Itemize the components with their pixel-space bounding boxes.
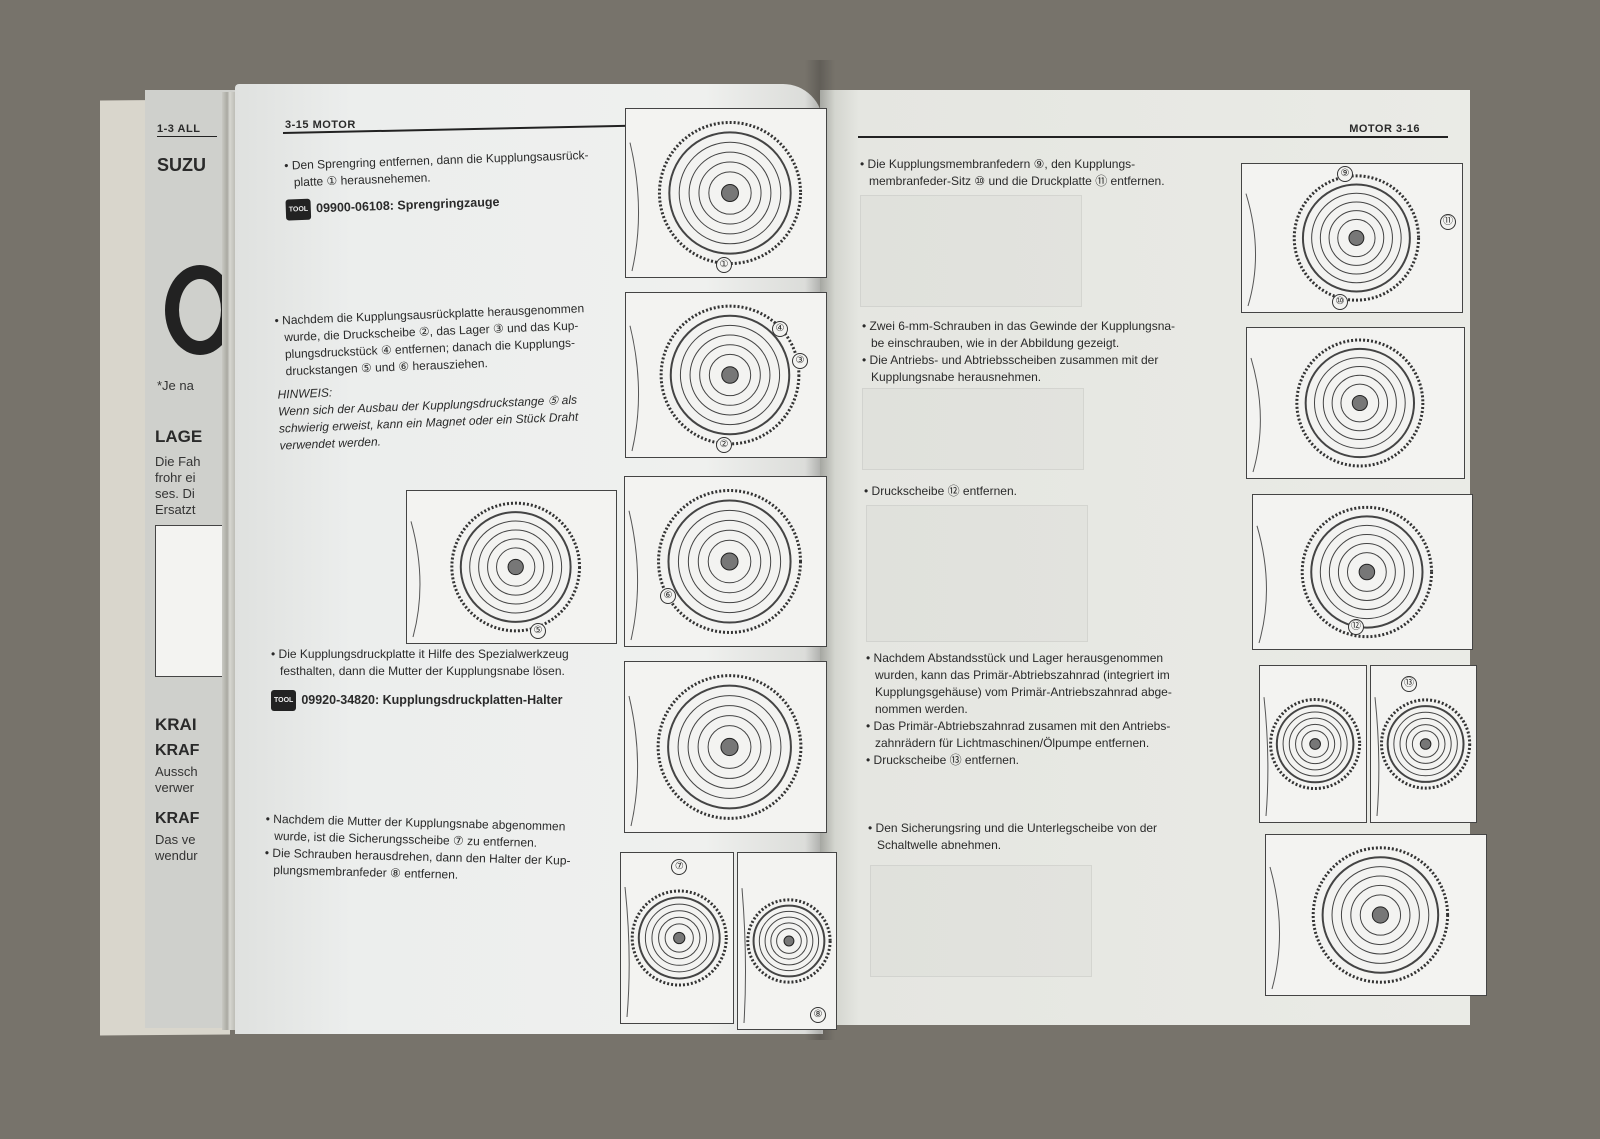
bleed-through (866, 505, 1088, 642)
step-hub-screws: • Zwei 6-mm-Schrauben in das Gewinde der… (862, 319, 1176, 384)
page-header: 3-15 MOTOR (285, 119, 356, 131)
bleed-through (860, 195, 1082, 307)
part-number-label: ⑬ (1401, 676, 1417, 692)
underlying-figure (155, 525, 223, 677)
underlying-heading: KRAF (155, 742, 200, 759)
step-primary-gear: • Nachdem Abstandsstück und Lager heraus… (866, 651, 1172, 767)
clutch-illustration (624, 661, 827, 833)
header-rule (858, 136, 1448, 138)
part-number-label: ⑩ (1332, 294, 1348, 310)
part-number-label: ④ (772, 321, 788, 337)
part-number-label: ⑧ (810, 1007, 826, 1023)
illustration-drawing (1269, 846, 1450, 990)
illustration-drawing (1374, 697, 1472, 817)
clutch-illustration: ⑥ (624, 476, 827, 647)
step-thrust-washer-12: • Druckscheibe ⑫ entfernen. (864, 484, 1017, 498)
clutch-illustration: ⑧ (737, 852, 837, 1030)
part-number-label: ⑫ (1348, 619, 1364, 635)
clutch-illustration (1259, 665, 1367, 823)
clutch-illustration: ⑫ (1252, 494, 1473, 650)
part-number-label: ① (716, 257, 732, 273)
part-number-label: ② (716, 437, 732, 453)
step-spring-ring: • Den Sprengring entfernen, dann die Kup… (284, 146, 606, 221)
tool-icon: TOOL (285, 198, 312, 221)
illustration-drawing (741, 888, 832, 1024)
illustration-drawing (628, 674, 803, 827)
clutch-illustration (1246, 327, 1465, 479)
illustration-drawing (629, 120, 803, 272)
step-membrane-springs: • Die Kupplungsmembranfedern ⑨, den Kupp… (860, 157, 1165, 188)
tool-icon: TOOL (271, 690, 297, 711)
step-shift-shaft: • Den Sicherungsring und die Unterlegsch… (868, 821, 1158, 852)
clutch-illustration: ① (625, 108, 827, 278)
illustration-drawing (629, 304, 801, 452)
illustration-drawing (1250, 338, 1425, 473)
step-hub-nut: • Die Kupplungsdruckplatte it Hilfe des … (271, 646, 631, 711)
bleed-through (870, 865, 1092, 977)
underlying-heading: KRAI (155, 715, 197, 734)
part-number-label: ⑨ (1337, 166, 1353, 182)
underlying-heading: LAGE (155, 427, 203, 446)
illustration-drawing (410, 501, 582, 638)
illustration-drawing (628, 489, 802, 641)
step-lock-washer: • Nachdem die Mutter der Kupplungsnabe a… (264, 811, 571, 882)
underlying-heading: KRAF (155, 810, 200, 827)
clutch-illustration (1265, 834, 1487, 996)
bleed-through (862, 388, 1084, 470)
clutch-illustration: ⑨ ⑩ ⑪ (1241, 163, 1463, 313)
book-spine-edge (222, 92, 235, 1030)
part-number-label: ⑦ (671, 859, 688, 875)
step-pressure-plate: • Nachdem die Kupplungsausrückplatte her… (274, 299, 609, 454)
page-header: MOTOR 3-16 (1349, 123, 1420, 135)
underlying-header: 1-3 ALL (157, 123, 201, 135)
clutch-illustration: ⑬ (1370, 665, 1477, 823)
illustration-drawing (1245, 174, 1421, 307)
underlying-footnote: *Je na (157, 378, 194, 393)
header-rule (157, 136, 217, 137)
clutch-illustration: ⑦ (620, 852, 734, 1024)
underlying-title: SUZU (157, 155, 206, 175)
part-number-label: ⑥ (660, 588, 676, 604)
clutch-illustration: ⑤ (406, 490, 617, 644)
illustration-drawing (624, 886, 728, 1018)
illustration-drawing (1256, 505, 1434, 644)
part-number-label: ⑪ (1440, 214, 1456, 230)
part-number-label: ③ (792, 353, 808, 369)
part-number-label: ⑤ (530, 623, 546, 639)
illustration-drawing (1263, 697, 1362, 817)
